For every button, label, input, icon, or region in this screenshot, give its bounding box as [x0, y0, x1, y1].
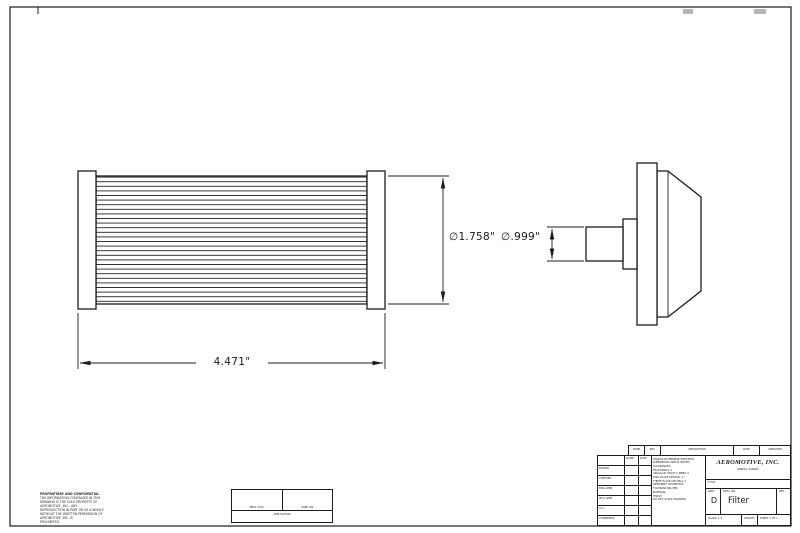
size-value: D [710, 496, 718, 506]
print-mark [683, 9, 693, 14]
tolerance-line: UNLESS OTHERWISE SPECIFIED: [653, 457, 695, 461]
proprietary-line: PROHIBITED. [40, 520, 60, 525]
proprietary-line: THE INFORMATION CONTAINED IN THIS [40, 496, 101, 501]
filter-end-cap-right [366, 170, 386, 310]
rev-cell: REV [779, 490, 785, 493]
size-label: SIZE [708, 490, 714, 493]
proprietary-line: REPRODUCTION IN PART OR AS A WHOLE [40, 508, 104, 513]
rev-approved-header: APPROVED [768, 448, 782, 451]
drawing-title: Filter [728, 496, 750, 507]
proprietary-line: PROPRIETARY AND CONFIDENTIAL [40, 492, 100, 496]
print-mark [754, 9, 766, 14]
tolerance-column: UNLESS OTHERWISE SPECIFIED: DIMENSIONS A… [652, 456, 706, 525]
tolerance-line: TOLERANCING PER: [653, 487, 679, 491]
sheet-cell: SHEET 1 OF 1 [760, 516, 778, 520]
proprietary-line: AEROMOTIVE, INC.. ANY [40, 504, 78, 509]
housing-flange [636, 162, 658, 326]
tolerance-line: DIMENSIONS ARE IN INCHES [653, 461, 690, 465]
port-diameter-dimension [547, 226, 584, 262]
tolerance-line: MATERIAL [653, 490, 666, 494]
weight-cell: WEIGHT: [742, 515, 758, 525]
signature-column: NAME DATE DRAWN CHECKED ENG APPR. MFG AP… [598, 456, 652, 525]
title-column: AEROMOTIVE, INC. LENEXA, KANSAS TITLE: S… [706, 456, 790, 525]
scale-cell: SCALE: 1:1 [706, 515, 742, 525]
proprietary-line: AEROMOTIVE, INC. IS [40, 516, 73, 521]
filter-end-cap-left [77, 170, 97, 310]
tolerance-line: TWO PLACE DECIMAL ± [653, 476, 684, 480]
rev-zone-header: ZONE [629, 446, 645, 455]
tolerance-line: FRACTIONAL ± [653, 468, 673, 472]
tolerance-line: TOLERANCES: [653, 464, 672, 468]
rev-date-header: DATE [734, 446, 760, 455]
application-block: NEXT ASSY USED ON APPLICATION [231, 489, 333, 523]
size-cell: SIZE D [706, 489, 721, 514]
housing-collar [622, 218, 638, 270]
next-assy-cell: NEXT ASSY [232, 490, 283, 510]
element-length-label: 4.471" [196, 356, 268, 368]
port-diameter-label: ∅.999" [499, 231, 543, 243]
proprietary-line: WITHOUT THE WRITTEN PERMISSION OF [40, 512, 103, 517]
tolerance-line: FINISH [653, 494, 662, 498]
application-label: APPLICATION [273, 513, 291, 516]
rev-rev-header: REV. [645, 446, 661, 455]
dwg-no-cell: DWG. NO. Filter [721, 489, 777, 514]
element-diameter-label: ∅1.758" [447, 231, 498, 243]
title-label: TITLE: [706, 480, 790, 489]
used-on-label: USED ON [301, 506, 314, 509]
next-assy-label: NEXT ASSY [249, 506, 264, 509]
proprietary-line: DRAWING IS THE SOLE PROPERTY OF [40, 500, 98, 505]
housing-body [656, 170, 702, 318]
tolerance-line: INTERPRET GEOMETRIC [653, 483, 684, 487]
used-on-cell: USED ON [283, 490, 333, 510]
rev-description-header: DESCRIPTION [661, 446, 734, 455]
filter-media-hatch [95, 175, 368, 305]
tolerance-line: ANGULAR: MACH ± BEND ± [653, 472, 690, 476]
housing-view [585, 162, 702, 326]
element-diameter-dimension [388, 175, 449, 305]
signature-row-comments: COMMENTS: [599, 517, 616, 520]
sheet-border [9, 6, 792, 527]
tolerance-line: THREE PLACE DECIMAL ± [653, 479, 687, 483]
company-cell: AEROMOTIVE, INC. LENEXA, KANSAS [706, 456, 790, 480]
housing-port [585, 226, 624, 262]
company-name: AEROMOTIVE, INC. [716, 459, 780, 466]
title-block: NAME DATE DRAWN CHECKED ENG APPR. MFG AP… [597, 455, 791, 526]
name-header: NAME [626, 457, 634, 460]
date-header: DATE [640, 457, 647, 460]
proprietary-note: PROPRIETARY AND CONFIDENTIAL THE INFORMA… [40, 492, 245, 524]
tolerance-line: DO NOT SCALE DRAWING [653, 498, 687, 502]
company-subline: LENEXA, KANSAS [737, 467, 759, 471]
dwg-no-label: DWG. NO. [723, 490, 736, 493]
revision-strip: ZONE REV. DESCRIPTION DATE APPROVED [628, 445, 791, 455]
